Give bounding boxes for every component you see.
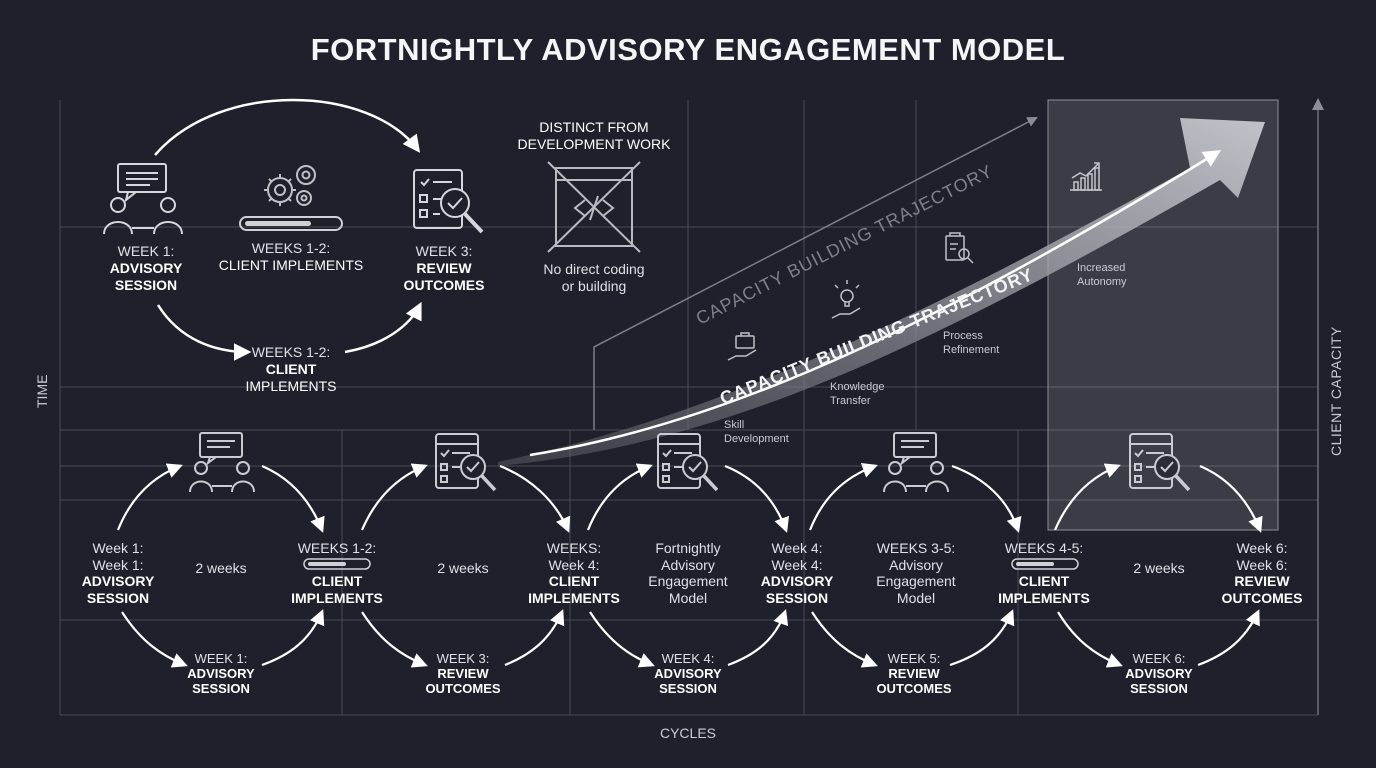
x-axis-label-cycles: CYCLES: [660, 725, 716, 741]
bottom-progress-bar-1: [303, 558, 371, 570]
top-week3-label: WEEK 3: REVIEW OUTCOMES: [403, 243, 485, 293]
capacity-trajectory-highlight: [529, 150, 1221, 457]
bottom-review-icon-2: [657, 433, 719, 492]
capacity-axis-arrowhead: [1312, 98, 1324, 110]
bottom-review-icon-3: [1129, 433, 1191, 492]
distinct-note: No direct coding or building: [543, 261, 645, 294]
top-weeks12-bottom-label: WEEKS 1-2: CLIENT IMPLEMENTS: [245, 344, 337, 394]
implementation-progress-bar: [239, 216, 343, 231]
bar-chart-growth-icon: [1070, 162, 1102, 191]
top-week1-label: WEEK 1: ADVISORY SESSION: [109, 243, 183, 293]
gears-icon: [264, 165, 316, 206]
crossed-out-code-window-icon: [547, 161, 641, 253]
review-outcomes-icon: [413, 169, 484, 234]
clipboard-search-icon: [945, 232, 974, 264]
bottom-review-icon-1: [435, 433, 497, 492]
lightbulb-hand-icon: [831, 280, 861, 319]
y-axis-label-time: TIME: [34, 375, 50, 408]
bottom-gap-3: 2 weeks: [1133, 560, 1185, 576]
capacity-trajectory-band: [498, 118, 1265, 466]
bottom-progress-bar-2: [1011, 558, 1079, 570]
bottom-gap-2: 2 weeks: [437, 560, 489, 576]
advisory-session-icon: [103, 163, 183, 235]
top-cycle-arrows: [154, 98, 422, 361]
bottom-cycle-arrows: [116, 462, 1263, 668]
grid: [59, 100, 1318, 716]
y-axis-label-client-capacity: CLIENT CAPACITY: [1328, 326, 1344, 456]
bottom-advisory-icon-1: [189, 432, 255, 493]
page-title: FORTNIGHTLY ADVISORY ENGAGEMENT MODEL: [310, 32, 1066, 67]
bottom-advisory-icon-2: [883, 432, 949, 493]
distinct-heading: DISTINCT FROM DEVELOPMENT WORK: [517, 119, 671, 152]
top-weeks12-label: WEEKS 1-2: CLIENT IMPLEMENTS: [218, 240, 364, 273]
faint-trajectory-line: [593, 117, 1038, 430]
briefcase-hand-icon: [727, 332, 757, 361]
bottom-gap-1: 2 weeks: [195, 560, 247, 576]
